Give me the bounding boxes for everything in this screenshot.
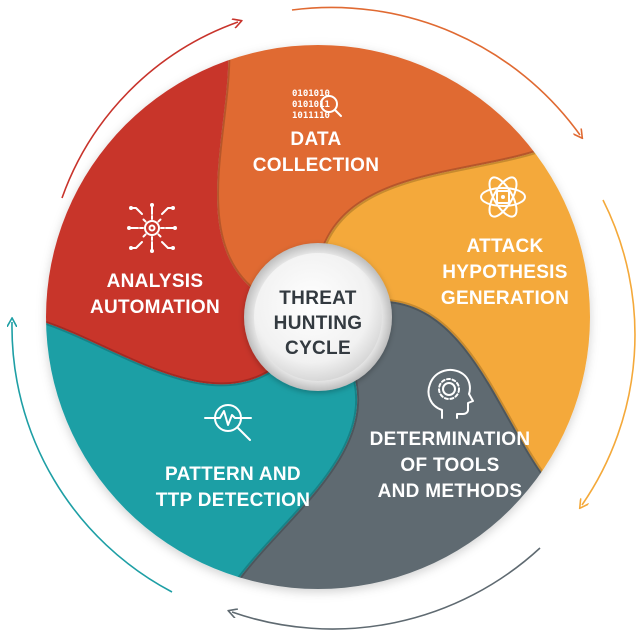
center-hub	[244, 243, 392, 391]
pattern-line-2: TTP DETECTION	[156, 490, 311, 511]
magnifier-pulse-icon	[204, 404, 252, 441]
head-gear-icon	[427, 368, 474, 419]
segment-label-determination-of-tools: DETERMINATION OF TOOLS AND METHODS	[370, 429, 531, 502]
center-title-line-1: THREAT	[279, 288, 357, 309]
binary-row-1: 0101010	[292, 89, 330, 99]
segment-edge-attack-hypothesis-generation	[318, 143, 555, 260]
segment-pattern-and-ttp-detection	[46, 317, 358, 589]
segment-label-attack-hypothesis-generation: ATTACK HYPOTHESIS GENERATION	[441, 236, 569, 309]
center-title: THREAT HUNTING CYCLE	[274, 288, 363, 359]
binary-search-icon: 0101010 0101011 1011110	[292, 89, 342, 121]
atom-icon	[480, 176, 526, 218]
analysis-line-2: AUTOMATION	[90, 297, 220, 318]
arrow-teal	[12, 322, 173, 593]
attack-hypothesis-line-1: ATTACK	[466, 236, 543, 257]
segment-analysis-automation	[46, 45, 283, 385]
outer-cycle-arrows	[12, 6, 636, 630]
binary-row-3: 1011110	[292, 111, 330, 121]
segment-edge-analysis-automation	[46, 315, 284, 387]
pattern-line-1: PATTERN AND	[165, 464, 301, 485]
arrow-yellow	[582, 199, 636, 505]
segment-label-analysis-automation: ANALYSIS AUTOMATION	[90, 271, 220, 318]
arrow-red	[61, 22, 238, 199]
center-title-line-2: HUNTING	[274, 313, 363, 334]
segment-determination-of-tools-and-methods	[227, 300, 555, 589]
center-title-line-3: CYCLE	[285, 338, 351, 359]
segment-label-pattern-and-ttp-detection: PATTERN AND TTP DETECTION	[156, 464, 311, 511]
attack-hypothesis-line-3: GENERATION	[441, 288, 569, 309]
cycle-wheel	[46, 45, 590, 589]
attack-hypothesis-line-2: HYPOTHESIS	[442, 262, 567, 283]
determination-line-2: OF TOOLS	[400, 455, 499, 476]
segment-data-collection	[217, 45, 555, 298]
arrow-gray	[232, 547, 541, 630]
data-collection-line-2: COLLECTION	[253, 155, 380, 176]
binary-row-2: 0101011	[292, 100, 330, 110]
segment-edge-determination-of-tools-and-methods	[373, 298, 556, 490]
segment-edge-pattern-and-ttp-detection	[226, 364, 360, 589]
gear-circuit-icon	[127, 203, 177, 253]
analysis-line-1: ANALYSIS	[107, 271, 204, 292]
determination-line-3: AND METHODS	[378, 481, 523, 502]
data-collection-line-1: DATA	[290, 129, 341, 150]
determination-line-1: DETERMINATION	[370, 429, 531, 450]
arrow-orange	[291, 6, 580, 135]
segment-label-data-collection: DATA COLLECTION	[253, 129, 380, 176]
segment-attack-hypothesis-generation	[320, 145, 590, 489]
